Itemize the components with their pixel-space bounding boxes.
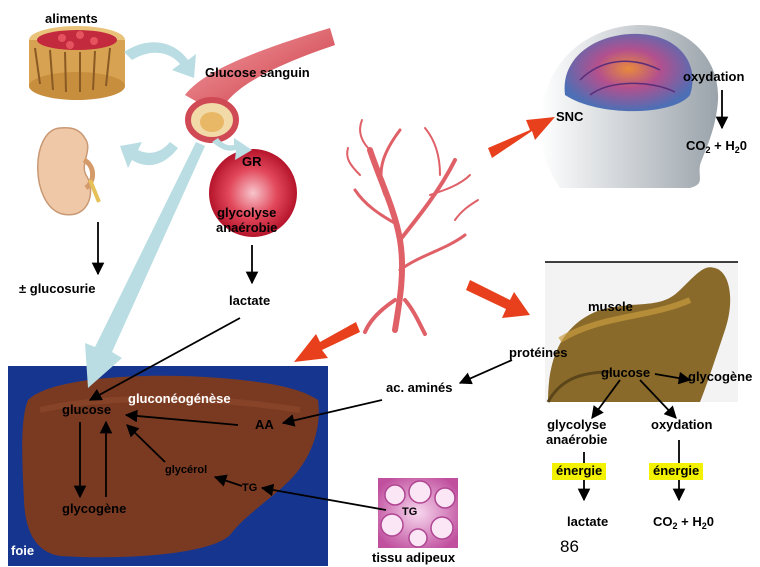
label-oxydation-snc: oxydation — [683, 70, 744, 85]
label-glucose-muscle: glucose — [601, 366, 650, 381]
label-lactate-muscle: lactate — [567, 515, 608, 530]
page-number: 86 — [560, 537, 579, 557]
label-glycolyse-anaerobie-muscle: glycolyse anaérobie — [546, 418, 607, 448]
h2o-text: + H — [678, 514, 702, 529]
label-foie: foie — [11, 544, 34, 559]
red-arrows — [294, 117, 555, 362]
label-energie-1: énergie — [552, 463, 606, 480]
h2o-o-text: 0 — [740, 138, 747, 153]
label-aliments: aliments — [45, 12, 98, 27]
label-muscle: muscle — [588, 300, 633, 315]
adipose-tissue-icon — [378, 478, 458, 548]
food-cake-icon — [29, 26, 125, 100]
label-gluconeogenese: gluconéogénèse — [128, 392, 231, 407]
label-glycolyse-anaerobie-gr: glycolyse anaérobie — [216, 206, 277, 236]
label-tissu-adipeux: tissu adipeux — [372, 551, 455, 566]
co2-text: CO — [686, 138, 706, 153]
label-energie-2: énergie — [649, 463, 703, 480]
label-glucose-sanguin: Glucose sanguin — [205, 66, 310, 81]
label-gr: GR — [242, 155, 262, 170]
label-co2-h2o-muscle: CO2 + H20 — [653, 515, 714, 531]
label-tg-foie: TG — [242, 482, 257, 495]
label-snc: SNC — [556, 110, 583, 125]
label-tg-adipeux: TG — [402, 506, 417, 519]
label-glycogene-muscle: glycogène — [688, 370, 752, 385]
vascular-tree-icon — [347, 120, 478, 334]
label-aa: AA — [255, 418, 274, 433]
label-lactate-gr: lactate — [229, 294, 270, 309]
head-brain-icon — [540, 25, 718, 188]
label-glucosurie: ± glucosurie — [19, 282, 95, 297]
co2-text: CO — [653, 514, 673, 529]
label-glycerol: glycérol — [165, 464, 207, 477]
label-ac-amines: ac. aminés — [386, 381, 453, 396]
h2o-o-text: 0 — [707, 514, 714, 529]
label-glycogene-foie: glycogène — [62, 502, 126, 517]
label-glucose-foie: glucose — [62, 403, 111, 418]
label-oxydation-muscle: oxydation — [651, 418, 712, 433]
h2o-text: + H — [711, 138, 735, 153]
label-co2-h2o-snc: CO2 + H20 — [686, 139, 747, 155]
kidney-icon — [38, 128, 99, 215]
label-proteines: protéines — [509, 346, 568, 361]
blood-vessel-icon — [185, 28, 335, 140]
